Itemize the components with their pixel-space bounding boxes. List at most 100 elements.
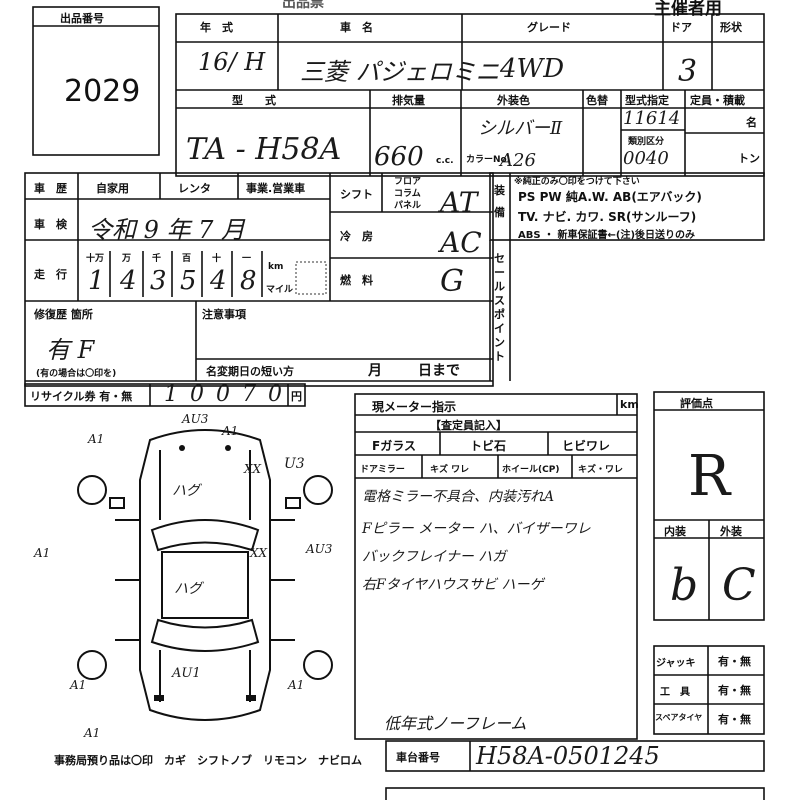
equip-row-2: TV. ナビ. カワ. SR(サンルーフ) (518, 210, 697, 224)
inspector-note: 右Fタイヤハウスサビ ハーゲ (362, 577, 544, 593)
chassis-label: 車台番号 (396, 751, 440, 764)
sales-point-label: セールスポイント (494, 252, 505, 363)
name-label: 車 名 (340, 21, 373, 34)
year-label: 年 式 (200, 21, 233, 34)
year-value: 16/ H (198, 48, 266, 76)
disp-value: 660 (374, 142, 424, 172)
damage-mark: A1 (222, 424, 239, 438)
type-label: 型式指定 (625, 94, 669, 107)
color-code-value: A26 (500, 150, 536, 171)
km-unit: km (268, 262, 284, 272)
inspection-label: 車 検 (34, 218, 67, 231)
mileage-digit: 8 (240, 266, 257, 296)
hood-mark: ハグ (172, 483, 200, 499)
inspector-section-title: 【査定員記入】 (430, 419, 507, 432)
interior-label: 内装 (664, 525, 686, 538)
equip-label: 装備 (494, 184, 505, 219)
capacity-label: 定員・積載 (690, 94, 745, 107)
equip-note: ※純正のみ〇印をつけて下さい (514, 177, 640, 187)
color-value: シルバーⅡ (478, 118, 563, 139)
doors-label: ドア (670, 21, 692, 34)
transfer-day-label: 日まで (418, 363, 460, 379)
repair-note: (有の場合は〇印を) (36, 369, 117, 379)
notes-label: 注意事項 (202, 308, 246, 321)
damage-mark: A1 (88, 432, 105, 446)
shift-label: シフト (340, 188, 373, 201)
ac-value: AC (440, 226, 482, 259)
damage-mark: U3 (284, 456, 305, 472)
shift-option-floor: フロア (394, 177, 422, 187)
history-business: 事業.営業車 (246, 182, 306, 195)
wheel-options: キズ・ワレ (578, 465, 624, 475)
lot-number: 2029 (64, 74, 141, 109)
disp-label: 排気量 (392, 94, 425, 107)
color-code-label: カラーNo. (466, 155, 511, 165)
meter-km-unit: km (620, 398, 639, 411)
fuel-label: 燃 料 (340, 274, 373, 287)
mileage-digit: 1 (88, 266, 105, 296)
lot-label: 出品番号 (60, 12, 104, 25)
roof-mark: ハグ (174, 581, 202, 597)
name-value: 三菱 パジェロミニ (300, 58, 500, 86)
ac-label: 冷 房 (340, 230, 373, 243)
class-label: 類別区分 (628, 137, 665, 147)
model-value: TA - H58A (186, 132, 342, 167)
grade-value: 4WD (500, 54, 565, 84)
mileage-digit: 4 (120, 266, 137, 296)
spare-label: スペアタイヤ (655, 713, 703, 722)
history-label: 車 歴 (34, 182, 67, 195)
history-rental: レンタ (178, 182, 211, 195)
damage-mark: A1 (288, 678, 305, 692)
interior-value: b (670, 560, 699, 611)
damage-mark: A1 (34, 546, 51, 560)
equip-row-1: PS PW 純A.W. AB(エアバック) (518, 190, 702, 204)
equip-row-3: ABS ・ 新車保証書←(注)後日送りのみ (518, 230, 696, 241)
inspector-note: 電格ミラー不具合、内装汚れA (362, 489, 555, 505)
office-items: 事務局預り品は〇印 カギ シフトノブ リモコン ナビロム (54, 754, 362, 767)
car-damage-diagram (77, 429, 333, 721)
model-label: 型 式 (232, 94, 276, 107)
digit-label-100: 百 (182, 254, 192, 264)
damage-mark: A1 (84, 726, 101, 740)
damage-mark: AU3 (306, 542, 333, 556)
tools-option: 有・無 (718, 684, 751, 697)
mirror-label: ドアミラー (360, 465, 405, 475)
yen-label: 円 (291, 390, 302, 403)
color-label: 外装色 (497, 94, 530, 107)
class-value: 0040 (623, 148, 669, 169)
disp-unit: c.c. (436, 156, 454, 166)
mile-unit: マイル (266, 285, 294, 295)
jack-option: 有・無 (718, 655, 751, 668)
shift-option-column: コラム (394, 189, 421, 199)
recycle-value: 10070 (164, 382, 294, 407)
glass-label: Fガラス (372, 439, 416, 453)
mirror-options: キズ ワレ (430, 465, 470, 475)
color-no-label: 色替 (586, 94, 608, 107)
inspector-bottom-note: 低年式ノーフレーム (384, 714, 527, 733)
transfer-month-label: 月 (368, 363, 382, 379)
grade-label: グレード (527, 21, 571, 34)
damage-mark: AU1 (172, 666, 201, 681)
crack-label: ヒビワレ (562, 439, 611, 453)
tools-label: 工 具 (660, 687, 690, 698)
tons-unit: トン (738, 152, 760, 165)
digit-label-1: 一 (242, 254, 252, 264)
damage-mark: XX (244, 462, 262, 476)
history-own-use: 自家用 (96, 182, 129, 195)
damage-mark: A1 (70, 678, 87, 692)
damage-mark: AU3 (182, 412, 209, 426)
inspector-note: バックフレイナー ハガ (362, 549, 507, 565)
fuel-value: G (440, 264, 464, 299)
inspection-value: 令和 9 年 7 月 (88, 216, 246, 244)
mileage-digit: 4 (210, 266, 227, 296)
transfer-label: 名変期日の短い方 (206, 365, 294, 378)
mileage-label: 走 行 (34, 268, 67, 281)
score-value: R (688, 444, 731, 509)
exterior-label: 外装 (720, 525, 742, 538)
digit-label-1k: 千 (152, 254, 162, 264)
jack-label: ジャッキ (656, 658, 696, 669)
wheel-label: ホイール(CP) (502, 465, 560, 475)
mileage-digit: 3 (150, 266, 167, 296)
shift-value: AT (440, 186, 478, 219)
